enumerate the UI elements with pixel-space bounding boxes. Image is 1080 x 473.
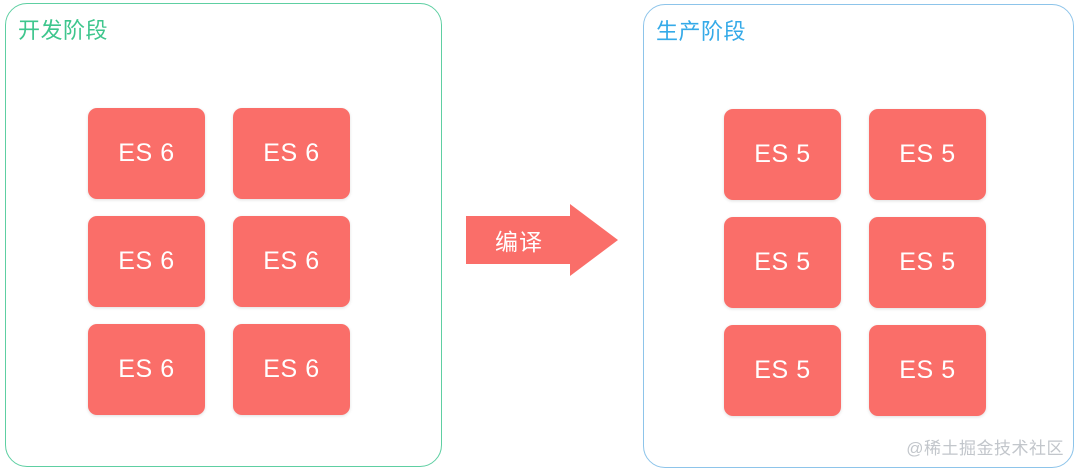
panel-development-stage: 开发阶段 ES 6 ES 6 ES 6 ES 6 ES 6 ES 6 (5, 3, 442, 467)
es-box: ES 6 (88, 324, 205, 415)
panel-production-stage: 生产阶段 ES 5 ES 5 ES 5 ES 5 ES 5 ES 5 (643, 4, 1074, 468)
panel-production-title: 生产阶段 (656, 19, 747, 44)
es-box: ES 6 (88, 108, 205, 199)
es-box: ES 5 (724, 325, 841, 416)
es-box: ES 5 (869, 109, 986, 200)
es5-box-grid: ES 5 ES 5 ES 5 ES 5 ES 5 ES 5 (724, 109, 986, 416)
watermark: @稀土掘金技术社区 (906, 439, 1064, 458)
panel-development-title: 开发阶段 (18, 18, 109, 43)
es-box: ES 5 (724, 217, 841, 308)
es-box: ES 5 (869, 217, 986, 308)
es-box: ES 6 (233, 216, 350, 307)
es-box: ES 6 (88, 216, 205, 307)
es-box: ES 5 (869, 325, 986, 416)
es6-box-grid: ES 6 ES 6 ES 6 ES 6 ES 6 ES 6 (88, 108, 350, 415)
compile-arrow: 编译 (466, 204, 618, 276)
es-box: ES 5 (724, 109, 841, 200)
arrow-right-icon (466, 204, 618, 276)
es-box: ES 6 (233, 108, 350, 199)
es-box: ES 6 (233, 324, 350, 415)
